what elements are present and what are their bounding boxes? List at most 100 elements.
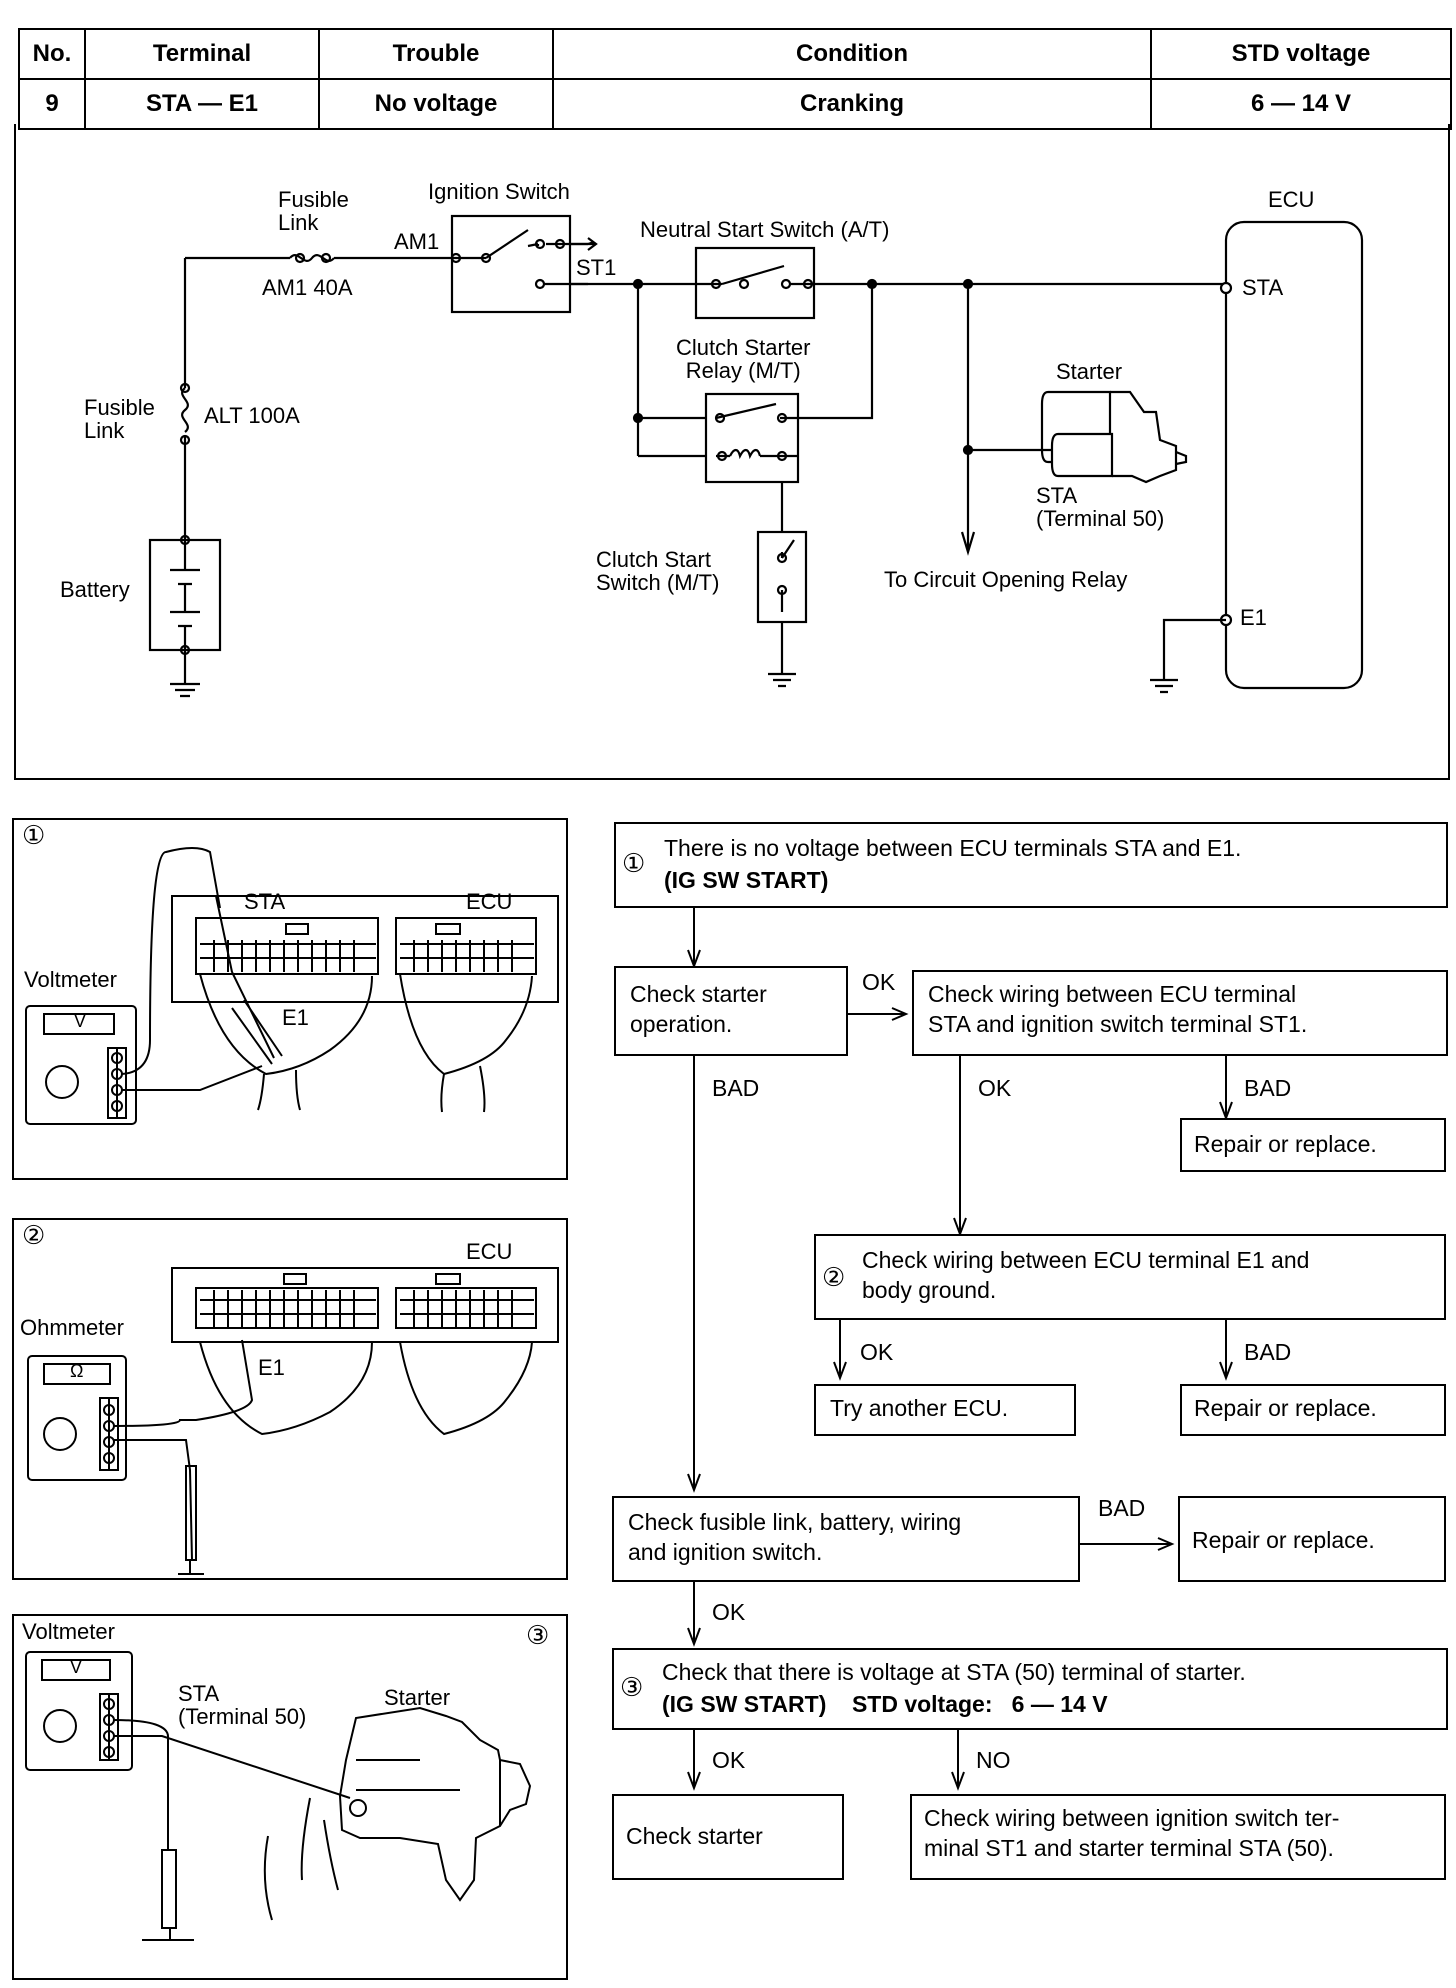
probe-e1-1 <box>231 999 283 1065</box>
starter-motor-icon <box>1040 390 1188 484</box>
step1-number: ① <box>622 848 646 878</box>
ill1-meter-face: V <box>74 1011 87 1031</box>
cell-terminal: STA — E1 <box>84 78 320 130</box>
ok5-label: OK <box>712 1747 746 1773</box>
label-sta: STA <box>1242 275 1284 300</box>
probe-ground-3 <box>142 1849 194 1941</box>
probe-lead-1 <box>121 847 275 1091</box>
label-to-circuit-opening-relay: To Circuit Opening Relay <box>884 567 1128 592</box>
no5-label: NO <box>976 1747 1011 1773</box>
check-fusible-text: Check fusible link, battery, wiring and … <box>628 1509 962 1565</box>
illustration-panel-1 <box>12 818 568 1180</box>
bad2-label: BAD <box>1244 1075 1292 1101</box>
ecu-connector-icon-2 <box>171 1267 559 1436</box>
header-no: No. <box>18 28 86 80</box>
ok3-label: OK <box>860 1339 894 1365</box>
ok4-label: OK <box>712 1599 746 1625</box>
probe-lead-3 <box>113 1719 351 1850</box>
label-ignition-switch: Ignition Switch <box>428 179 570 204</box>
header-terminal: Terminal <box>84 28 320 80</box>
check-wiring-sta-st1-text: Check wiring between ECU terminal STA an… <box>928 981 1308 1037</box>
step3-box <box>612 1648 1448 1730</box>
circuit-diagram <box>148 214 1364 698</box>
check-starter-operation-text: Check starter operation. <box>630 981 767 1037</box>
panel3-number: ③ <box>526 1620 550 1650</box>
header-trouble: Trouble <box>318 28 554 80</box>
battery-ground-icon <box>170 672 200 698</box>
label-battery: Battery <box>60 577 130 602</box>
label-e1: E1 <box>1240 605 1267 630</box>
step1-box <box>614 822 1448 908</box>
label-fusible-link-top: Fusible Link <box>278 187 349 236</box>
circuit-panel <box>14 124 1450 780</box>
header-condition: Condition <box>552 28 1152 80</box>
probe-lead-2 <box>113 1339 254 1561</box>
ohmmeter-icon <box>27 1355 127 1481</box>
panel2-number: ② <box>22 1220 46 1250</box>
bad1-label: BAD <box>712 1075 760 1101</box>
try-another-ecu-box <box>814 1384 1076 1436</box>
step3-line1: Check that there is voltage at STA (50) … <box>662 1659 1246 1685</box>
label-fusible-link-side: Fusible Link <box>84 395 155 444</box>
table-header-row: No. Terminal Trouble Condition STD volta… <box>18 28 1452 80</box>
label-neutral-start-switch: Neutral Start Switch (A/T) <box>640 217 890 242</box>
step2-box <box>814 1234 1446 1320</box>
ill2-ecu-label: ECU <box>466 1239 513 1264</box>
step2-text: Check wiring between ECU terminal E1 and… <box>862 1247 1310 1303</box>
ok2-label: OK <box>978 1075 1012 1101</box>
repair3-box <box>1178 1496 1446 1582</box>
ecu-box <box>1224 220 1364 690</box>
check-starter-text: Check starter <box>626 1823 763 1849</box>
table-row: 9 STA — E1 No voltage Cranking 6 — 14 V <box>18 78 1452 130</box>
cell-no: 9 <box>18 78 86 130</box>
ill2-ohmmeter-label: Ohmmeter <box>20 1315 124 1340</box>
check-starter-operation-box <box>614 966 848 1056</box>
ill1-ecu-label: ECU <box>466 889 513 914</box>
step1-line2: (IG SW START) <box>664 867 829 893</box>
repair1-box <box>1180 1118 1446 1172</box>
label-am1-40a: AM1 40A <box>262 275 353 300</box>
header-std-voltage: STD voltage <box>1150 28 1452 80</box>
ill2-e1-label: E1 <box>258 1355 285 1380</box>
fusible-link-side-symbol <box>181 387 189 433</box>
starter-motor-icon-3 <box>263 1706 532 1921</box>
label-ecu: ECU <box>1268 187 1315 212</box>
repair2-text: Repair or replace. <box>1194 1395 1377 1421</box>
ignition-switch-box <box>450 214 572 314</box>
check-wiring-sta-st1-box <box>912 970 1448 1056</box>
label-clutch-start-switch: Clutch Start Switch (M/T) <box>596 547 720 596</box>
clutch-switch-ground-icon <box>768 622 796 688</box>
label-am1: AM1 <box>394 229 440 254</box>
ill1-voltmeter-label: Voltmeter <box>24 967 117 992</box>
ill3-meter-face: V <box>70 1657 83 1677</box>
check-fusible-box <box>612 1496 1080 1582</box>
ill2-meter-face: Ω <box>70 1361 84 1381</box>
ill3-starter-label: Starter <box>384 1685 451 1710</box>
cell-std-voltage: 6 — 14 V <box>1150 78 1452 130</box>
step1-line1: There is no voltage between ECU terminal… <box>664 835 1242 861</box>
label-sta-terminal-50: STA (Terminal 50) <box>1036 483 1165 532</box>
check-wiring-st1-sta-text: Check wiring between ignition switch ter… <box>924 1805 1340 1861</box>
to-circuit-relay-arrow <box>960 450 976 556</box>
repair1-text: Repair or replace. <box>1194 1131 1377 1157</box>
cell-condition: Cranking <box>552 78 1152 130</box>
bad3-label: BAD <box>1244 1339 1292 1365</box>
ill1-sta-label: STA <box>244 889 286 914</box>
repair2-box <box>1180 1384 1446 1436</box>
label-alt-100a: ALT 100A <box>204 403 300 428</box>
repair3-text: Repair or replace. <box>1192 1527 1375 1553</box>
step2-number: ② <box>822 1262 846 1292</box>
step3-number: ③ <box>620 1672 644 1702</box>
ill3-sta-terminal-label: STA (Terminal 50) <box>178 1681 307 1730</box>
illustration-panel-3 <box>12 1614 568 1980</box>
label-starter: Starter <box>1056 359 1123 384</box>
try-another-ecu-text: Try another ECU. <box>830 1395 1009 1421</box>
voltmeter-icon-1 <box>25 1005 137 1125</box>
battery-symbol <box>170 540 200 650</box>
panel1-number: ① <box>22 820 46 850</box>
ill3-voltmeter-label: Voltmeter <box>22 1619 115 1644</box>
step3-line2: (IG SW START) STD voltage: 6 — 14 V <box>662 1691 1108 1717</box>
